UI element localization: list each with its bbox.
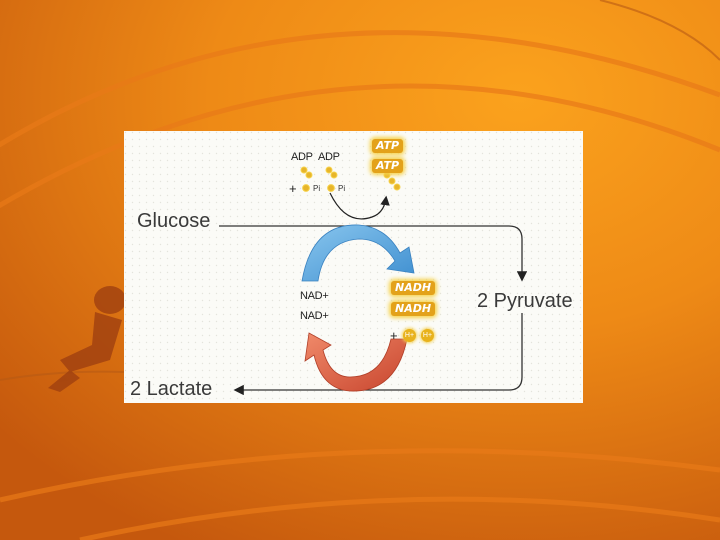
adp-label-2: ADP [318, 151, 340, 163]
to-pyruvate-arrow [508, 225, 528, 282]
hydrogen-ion-2: H+ [421, 329, 434, 342]
adp-label-1: ADP [291, 151, 313, 163]
nad-label-2: NAD+ [300, 310, 329, 322]
phosphate-label-2: Pi [338, 184, 346, 193]
runner-silhouette [48, 286, 126, 392]
nad-reduction-arrow [301, 224, 415, 282]
glycolysis-figure: Glucose 2 Pyruvate 2 Lactate ADP ADP + P… [124, 131, 583, 403]
atp-label-1: ATP [372, 139, 404, 153]
lactate-label: 2 Lactate [130, 378, 213, 400]
nadh-oxidation-arrow [304, 332, 408, 392]
plus-sign-output: + [390, 328, 398, 343]
atp-formation-arrow [329, 192, 390, 220]
nadh-label-1: NADH [391, 281, 436, 295]
to-lactate-arrow [233, 313, 523, 396]
pyruvate-label: 2 Pyruvate [477, 290, 573, 312]
pathway-arrows [124, 131, 583, 403]
atp-label-2: ATP [372, 159, 404, 173]
phosphate-label-1: Pi [313, 184, 321, 193]
nadh-label-2: NADH [391, 302, 436, 316]
plus-sign-input: + [289, 181, 297, 196]
glucose-label: Glucose [137, 210, 211, 232]
hydrogen-ion-1: H+ [403, 329, 416, 342]
nad-label-1: NAD+ [300, 290, 329, 302]
track-lanes [0, 30, 720, 540]
